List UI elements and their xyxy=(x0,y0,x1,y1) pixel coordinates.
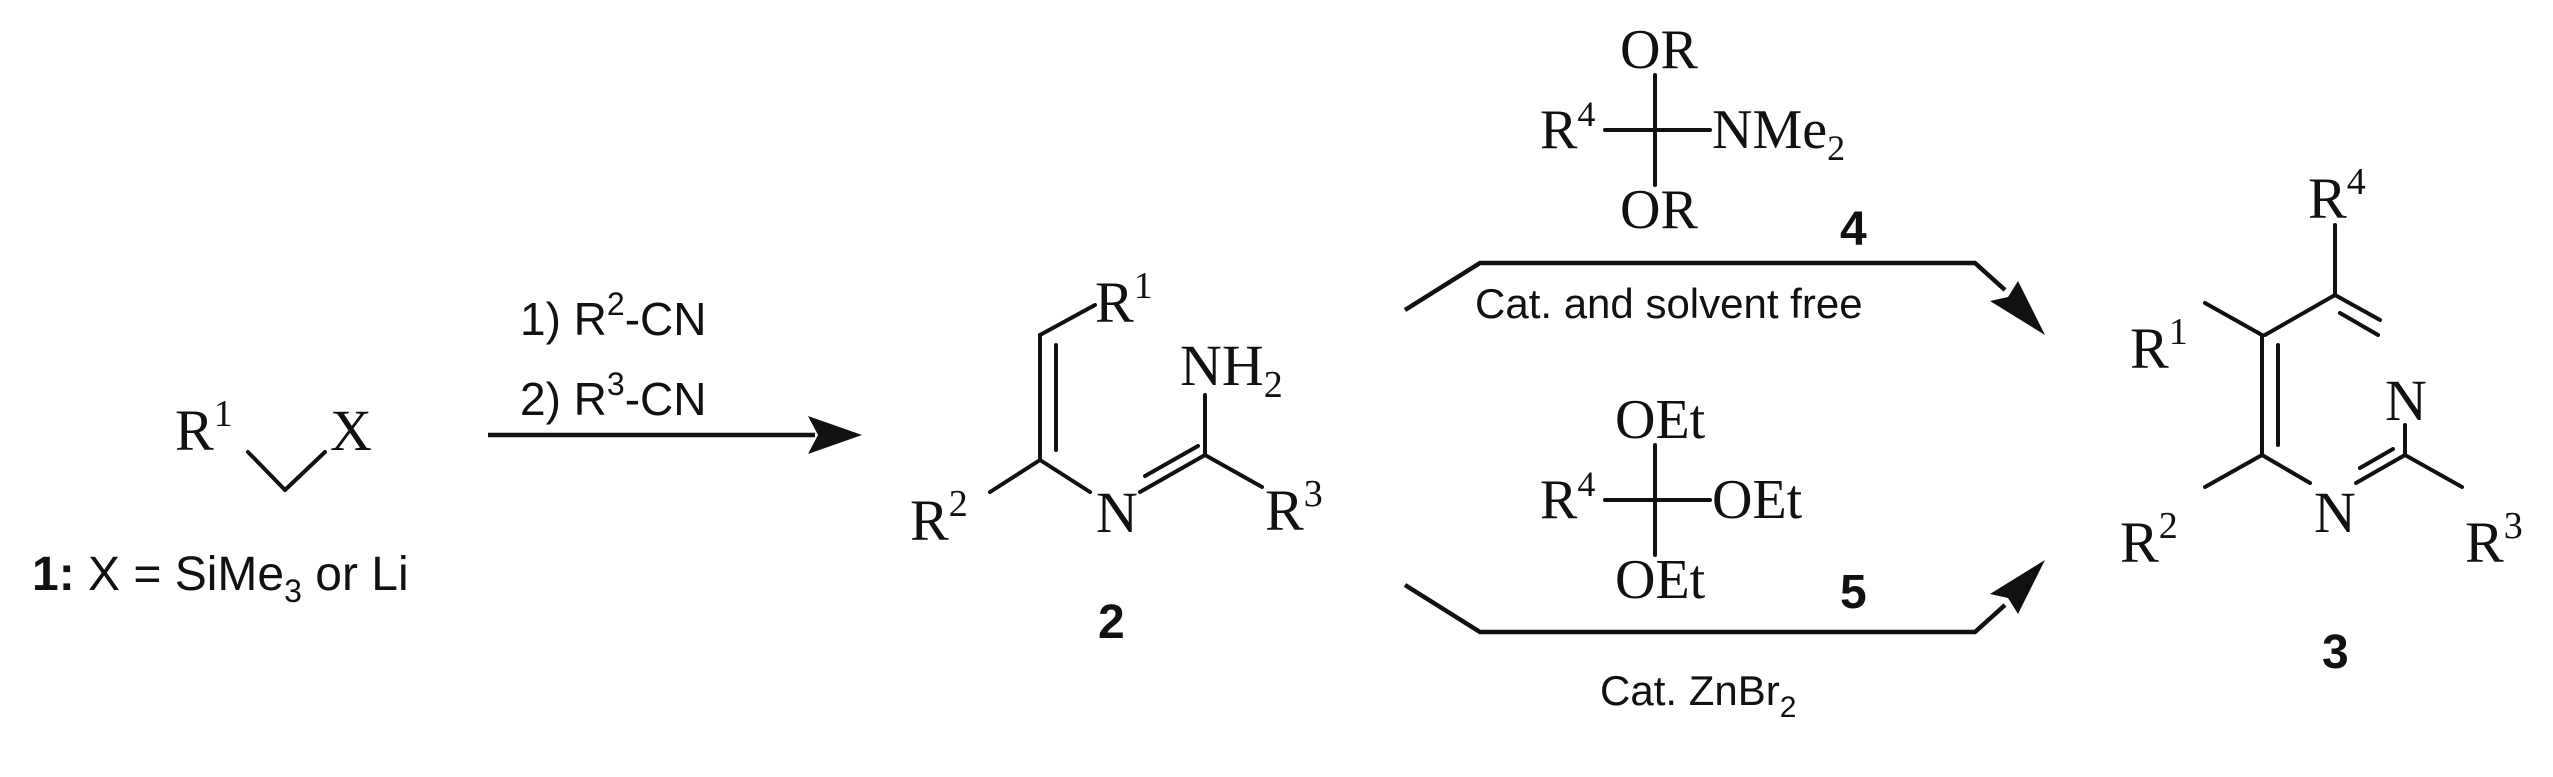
step-1-reagent-line-2: 2) R3-CN xyxy=(520,366,706,425)
compound-3-n-top-label: N xyxy=(2385,368,2427,433)
reagent-4-nme2-label: NMe2 xyxy=(1712,99,1845,168)
step-1-reagent-line-1: 1) R2-CN xyxy=(520,286,706,345)
compound-3-r2-label: R2 xyxy=(2120,505,2178,575)
compound-2-structure: R1 NH2 R2 N R3 xyxy=(910,265,1323,553)
step-1-arrow xyxy=(488,416,862,454)
reagent-4-number: 4 xyxy=(1840,203,1867,256)
compound-2-nh2-label: NH2 xyxy=(1180,333,1283,406)
compound-3-r1-label: R1 xyxy=(2130,311,2188,381)
reagent-4-r4-label: R4 xyxy=(1540,94,1595,161)
compound-1-bond-left xyxy=(246,450,287,492)
reagent-5-number: 5 xyxy=(1840,566,1867,619)
compound-1-structure: R1 X xyxy=(175,393,372,492)
compound-2-n-label: N xyxy=(1096,480,1138,545)
reagent-5-oet-top: OEt xyxy=(1615,389,1706,451)
reagent-4-or-top: OR xyxy=(1620,19,1698,81)
compound-1-caption: 1: X = SiMe3 or Li xyxy=(32,548,409,609)
reagent-5-r4-label: R4 xyxy=(1540,464,1595,531)
upper-arrow xyxy=(1403,260,2045,335)
compound-3-r4-label: R4 xyxy=(2308,161,2366,231)
compound-1-x-label: X xyxy=(330,398,372,463)
compound-2-number: 2 xyxy=(1098,596,1125,649)
reagent-4-or-bottom: OR xyxy=(1620,179,1698,241)
lower-arrow xyxy=(1403,560,2045,635)
lower-arrow-condition: Cat. ZnBr2 xyxy=(1600,667,1796,724)
compound-3-number: 3 xyxy=(2322,626,2349,679)
reagent-4-structure: OR R4 NMe2 OR xyxy=(1540,19,1845,241)
compound-3-r3-label: R3 xyxy=(2465,505,2523,575)
reagent-5-structure: OEt R4 OEt OEt xyxy=(1540,389,1803,611)
compound-2-r3-label: R3 xyxy=(1265,473,1323,543)
reagent-5-oet-bottom: OEt xyxy=(1615,549,1706,611)
compound-3-n-bottom-label: N xyxy=(2314,480,2356,545)
reagent-5-oet-right: OEt xyxy=(1712,469,1803,531)
compound-2-r1-label: R1 xyxy=(1095,265,1153,335)
compound-1-bond-right xyxy=(283,450,327,492)
upper-arrow-condition: Cat. and solvent free xyxy=(1475,280,1863,327)
compound-1-r1-label: R1 xyxy=(175,393,233,463)
compound-3-structure: R4 R1 N R2 N R3 xyxy=(2120,161,2523,575)
compound-2-r2-label: R2 xyxy=(910,483,968,553)
